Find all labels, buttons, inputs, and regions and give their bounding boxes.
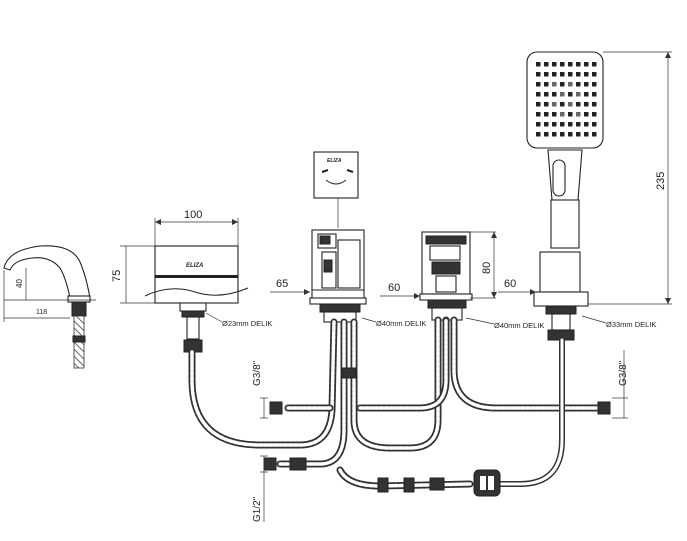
nozzle-dot (568, 122, 573, 127)
hand-shower: 235 60 Ø33mm DELIK (498, 51, 672, 341)
nozzle-dot (560, 102, 565, 107)
nozzle-dot (568, 92, 573, 97)
nozzle-dot (552, 102, 557, 107)
nozzle-dot (576, 92, 581, 97)
nozzle-dot (568, 82, 573, 87)
nozzle-dot (560, 112, 565, 117)
nozzle-dot (592, 102, 597, 107)
nozzle-dot (552, 92, 557, 97)
mixer-logo: ELIZA (186, 263, 203, 269)
nozzle-dot (560, 62, 565, 67)
nozzle-dot (584, 92, 589, 97)
nozzle-dot (552, 112, 557, 117)
mixer-body: 100 75 ELIZA Ø23mm DELIK (111, 209, 272, 353)
main-valve: 65 Ø40mm DELIK (270, 229, 426, 328)
nozzle-dot (536, 92, 541, 97)
nozzle-dot (544, 92, 549, 97)
nozzle-dot (560, 72, 565, 77)
nozzle-dot (536, 82, 541, 87)
nozzle-dot (552, 82, 557, 87)
thread-label-left-upper: G3/8'' (252, 360, 263, 386)
nozzle-dot (592, 72, 597, 77)
spout-hole-label: Ø23mm DELIK (222, 319, 272, 328)
nozzle-dot (560, 122, 565, 127)
nozzle-dot (544, 102, 549, 107)
nozzle-dot (544, 112, 549, 117)
thread-label-left-lower: G1/2'' (252, 496, 263, 522)
nozzle-dot (592, 92, 597, 97)
shower-offset-dim: 60 (504, 278, 516, 290)
nozzle-dot (560, 132, 565, 137)
nozzle-dot (584, 132, 589, 137)
nozzle-dot (536, 112, 541, 117)
nozzle-dot (592, 62, 597, 67)
nozzle-dot (560, 82, 565, 87)
nozzle-dot (576, 132, 581, 137)
nozzle-dot (592, 112, 597, 117)
nozzle-dot (584, 112, 589, 117)
nozzle-dot (552, 62, 557, 67)
thread-dimensions: G3/8'' G1/2'' G3/8'' (252, 350, 629, 522)
spout-length-dim: 118 (36, 309, 47, 316)
nozzle-dot (568, 62, 573, 67)
nozzle-dot (552, 72, 557, 77)
nozzle-dot (592, 122, 597, 127)
thread-label-right-upper: G3/8'' (618, 360, 629, 386)
nozzle-dot (576, 102, 581, 107)
nozzle-dot (592, 132, 597, 137)
nozzle-dot (544, 122, 549, 127)
nozzle-dot (568, 112, 573, 117)
nozzle-dot (584, 122, 589, 127)
shower-nozzles (536, 62, 597, 137)
nozzle-dot (584, 72, 589, 77)
nozzle-dot (576, 82, 581, 87)
nozzle-dot (536, 62, 541, 67)
mixer-width-dim: 100 (184, 209, 202, 221)
spout-height-dim: 40 (15, 279, 24, 288)
nozzle-dot (544, 132, 549, 137)
nozzle-dot (584, 102, 589, 107)
nozzle-dot (576, 122, 581, 127)
nozzle-dot (536, 72, 541, 77)
nozzle-dot (544, 72, 549, 77)
nozzle-dot (568, 72, 573, 77)
hoses (188, 316, 611, 497)
valve-offset-dim-mid: 60 (388, 282, 400, 294)
shower-height-dim: 235 (655, 172, 667, 190)
nozzle-dot (552, 122, 557, 127)
nozzle-dot (584, 82, 589, 87)
nozzle-dot (592, 82, 597, 87)
nozzle-dot (552, 132, 557, 137)
nozzle-dot (576, 72, 581, 77)
valve-hole-label: Ø40mm DELIK (376, 319, 426, 328)
diverter: 80 60 Ø40mm DELIK (380, 231, 544, 330)
diverter-hole-label: Ø40mm DELIK (494, 321, 544, 330)
nozzle-dot (536, 132, 541, 137)
valve-top-view: ELIZA (313, 151, 359, 228)
nozzle-dot (584, 62, 589, 67)
nozzle-dot (576, 62, 581, 67)
nozzle-dot (576, 112, 581, 117)
spout-side-view: 40 118 (3, 245, 96, 369)
nozzle-dot (544, 82, 549, 87)
nozzle-dot (536, 122, 541, 127)
nozzle-dot (544, 62, 549, 67)
top-view-logo: ELIZA (327, 158, 342, 164)
shower-hole-label: Ø33mm DELIK (606, 320, 656, 329)
nozzle-dot (568, 102, 573, 107)
nozzle-dot (536, 102, 541, 107)
nozzle-dot (560, 92, 565, 97)
nozzle-dot (568, 132, 573, 137)
mixer-height-dim: 75 (111, 270, 123, 282)
valve-offset-dim-left: 65 (276, 278, 288, 290)
diverter-height-dim: 80 (481, 262, 493, 274)
